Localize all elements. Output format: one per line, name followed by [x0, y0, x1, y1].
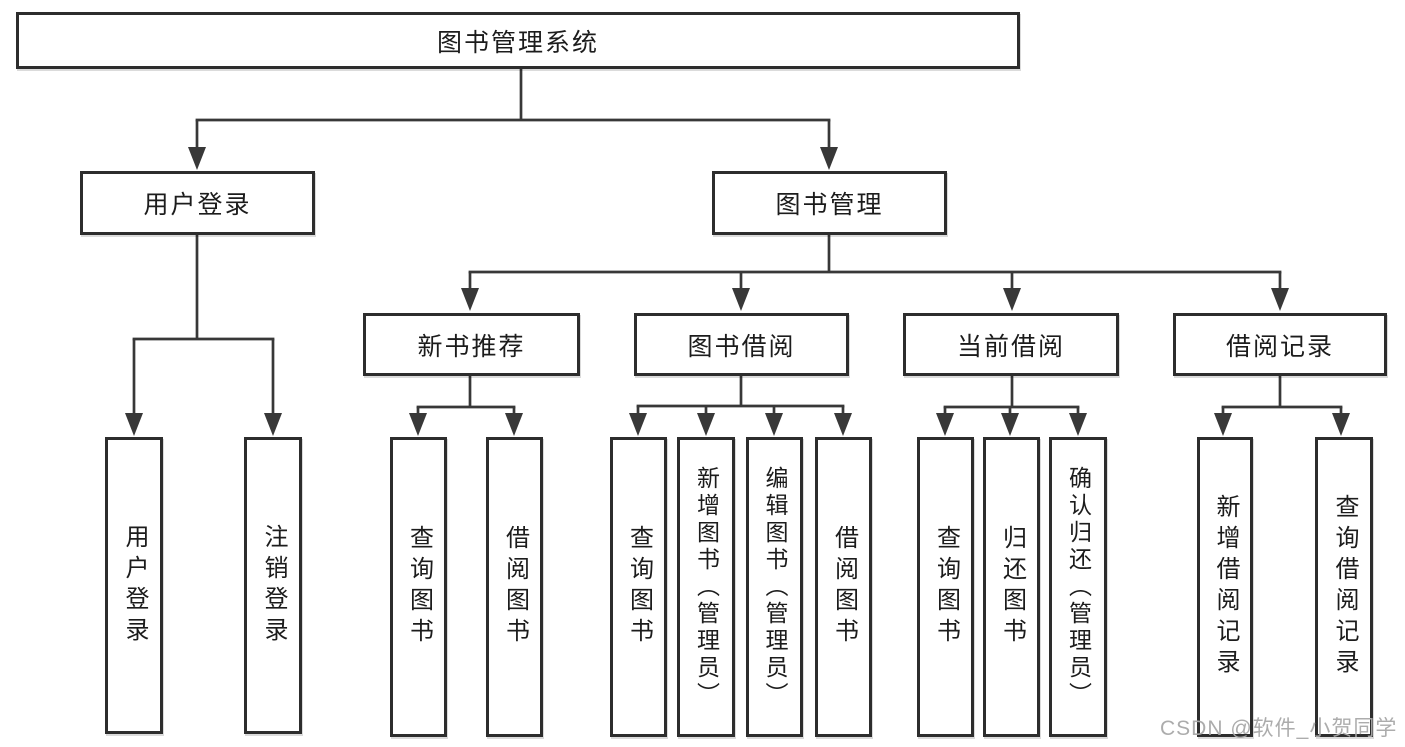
node-label: 新增借阅记录 — [1212, 494, 1239, 680]
arrowhead-icon — [188, 147, 206, 170]
node-label: 图书管理 — [775, 191, 884, 219]
node-label: 借阅图书 — [501, 525, 529, 649]
leaf-edit-book-admin: 编辑图书（管理员） — [746, 437, 803, 737]
node-user-login: 用户登录 — [80, 171, 315, 235]
node-label: 用户登录 — [121, 523, 148, 648]
arrowhead-icon — [505, 413, 523, 436]
connector-current-borrow-split — [936, 376, 1087, 436]
connector-borrow-records-split — [1214, 376, 1350, 436]
node-library-management-system: 图书管理系统 — [16, 12, 1020, 69]
arrowhead-icon — [1332, 413, 1350, 436]
node-new-book-recommendation: 新书推荐 — [363, 313, 580, 376]
leaf-add-book-admin: 新增图书（管理员） — [677, 437, 735, 737]
node-borrowing-records: 借阅记录 — [1173, 313, 1387, 376]
leaf-query-books-recommend: 查询图书 — [390, 437, 447, 737]
node-label: 图书管理系统 — [436, 28, 599, 57]
node-label: 用户登录 — [143, 191, 252, 219]
arrowhead-icon — [409, 413, 427, 436]
connector-book-borrow-split — [629, 376, 852, 436]
arrowhead-icon — [732, 288, 750, 311]
connector-book-management-split — [461, 235, 1289, 311]
node-label: 图书借阅 — [687, 332, 796, 361]
arrowhead-icon — [264, 413, 282, 436]
leaf-confirm-return-admin: 确认归还（管理员） — [1049, 437, 1107, 737]
arrowhead-icon — [820, 147, 838, 170]
node-label: 注销登录 — [260, 523, 287, 648]
leaf-add-borrow-record: 新增借阅记录 — [1197, 437, 1253, 737]
node-label: 借阅记录 — [1225, 332, 1334, 361]
leaf-user-login: 用户登录 — [105, 437, 163, 734]
node-label: 新增图书（管理员） — [693, 465, 720, 709]
leaf-logout: 注销登录 — [244, 437, 302, 734]
leaf-return-books: 归还图书 — [983, 437, 1040, 737]
arrowhead-icon — [1214, 413, 1232, 436]
node-book-borrowing: 图书借阅 — [634, 313, 849, 376]
arrowhead-icon — [1003, 288, 1021, 311]
connector-user-login-split — [125, 235, 282, 436]
leaf-borrow-books: 借阅图书 — [815, 437, 872, 737]
node-label: 编辑图书（管理员） — [762, 465, 788, 709]
connector-root-split — [188, 68, 838, 170]
arrowhead-icon — [125, 413, 143, 436]
arrowhead-icon — [936, 413, 954, 436]
node-label: 归还图书 — [998, 525, 1026, 649]
arrowhead-icon — [461, 288, 479, 311]
node-label: 查询图书 — [405, 525, 433, 649]
arrowhead-icon — [629, 413, 647, 436]
leaf-query-borrow-record: 查询借阅记录 — [1315, 437, 1373, 737]
csdn-watermark: CSDN @软件_小贺同学 — [1160, 717, 1398, 740]
arrowhead-icon — [1001, 413, 1019, 436]
arrowhead-icon — [765, 413, 783, 436]
leaf-query-books-borrow: 查询图书 — [610, 437, 667, 737]
arrowhead-icon — [1271, 288, 1289, 311]
connector-new-book-split — [409, 376, 523, 436]
leaf-query-books-current: 查询图书 — [917, 437, 974, 737]
arrowhead-icon — [834, 413, 852, 436]
leaf-borrow-books-recommend: 借阅图书 — [486, 437, 543, 737]
node-label: 当前借阅 — [956, 332, 1065, 361]
node-label: 新书推荐 — [417, 332, 526, 361]
node-label: 借阅图书 — [830, 525, 858, 649]
node-label: 确认归还（管理员） — [1065, 465, 1092, 709]
node-label: 查询借阅记录 — [1331, 494, 1358, 680]
node-book-management: 图书管理 — [712, 171, 947, 235]
node-current-borrowing: 当前借阅 — [903, 313, 1119, 376]
node-label: 查询图书 — [932, 525, 960, 649]
arrowhead-icon — [1069, 413, 1087, 436]
arrowhead-icon — [697, 413, 715, 436]
node-label: 查询图书 — [625, 525, 653, 649]
